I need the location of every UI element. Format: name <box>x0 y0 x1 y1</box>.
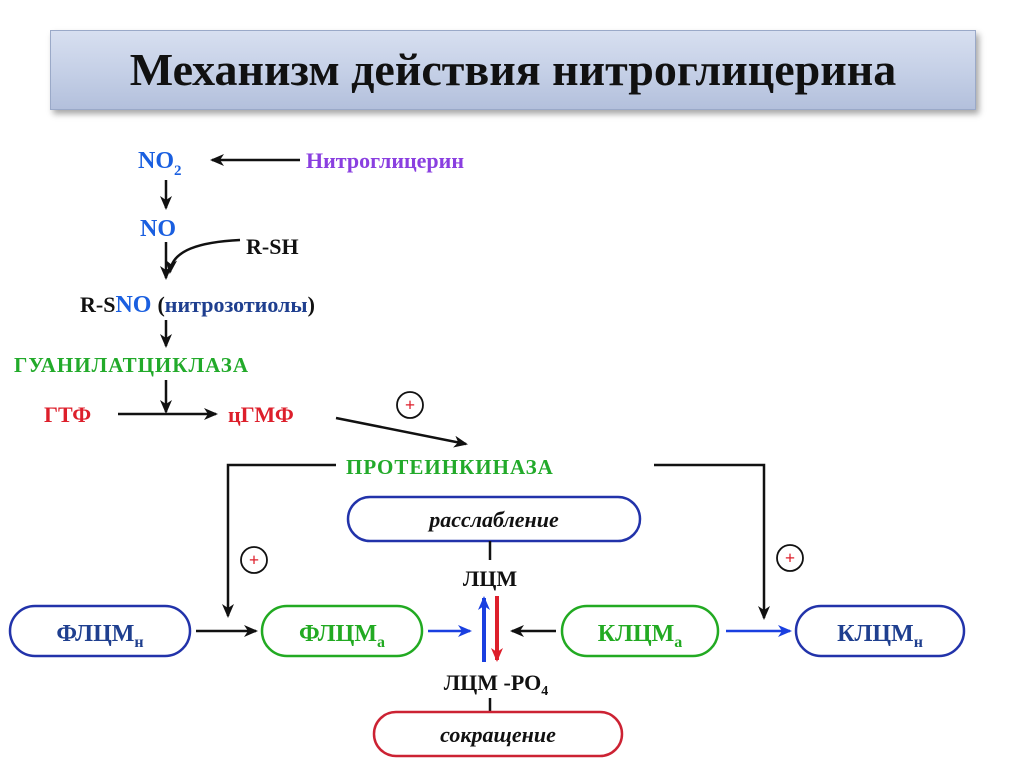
klcm-a-box <box>560 604 720 658</box>
page-title: Механизм действия нитроглицерина <box>129 44 897 95</box>
arrow-cgmp-to-protein-kinase <box>335 416 468 448</box>
branch-left <box>222 463 336 618</box>
contraction-box <box>372 710 624 758</box>
relaxation-box <box>346 495 642 543</box>
relaxation-label: расслабление <box>427 507 559 532</box>
plus-circle-left <box>240 546 268 574</box>
plus-circle-right <box>776 544 804 572</box>
arrow-rsh-to-rsno <box>165 238 241 274</box>
flcm-n-box <box>8 604 192 658</box>
klcm-n-box <box>794 604 966 658</box>
gtp-label: ГТФ <box>44 402 91 427</box>
klcm-a-label: КЛЦМа <box>598 621 683 651</box>
rsno-label: R-SNO(нитрозотиолы) <box>80 292 315 318</box>
no-label: NO <box>140 216 176 242</box>
lcm-po4-label: ЛЦМ -РО4 <box>444 670 549 699</box>
lcm-label: ЛЦМ <box>463 566 518 591</box>
plus-sign-right: + <box>785 548 795 568</box>
plus-sign-left: + <box>249 550 259 570</box>
klcm-n-label: КЛЦМн <box>837 621 923 651</box>
guanylate-cyclase-label: ГУАНИЛАТЦИКЛАЗА <box>14 353 249 377</box>
title-banner: Механизм действия нитроглицерина <box>50 30 976 110</box>
rsh-label: R-SH <box>246 234 299 259</box>
plus-sign-cgmp: + <box>405 395 415 415</box>
protein-kinase-label: ПРОТЕИНКИНАЗА <box>346 455 554 479</box>
cgmp-label: цГМФ <box>228 402 294 427</box>
plus-circle-cgmp <box>396 391 424 419</box>
flcm-n-label: ФЛЦМн <box>56 621 143 651</box>
no2-label: NO2 <box>138 148 182 179</box>
flcm-a-label: ФЛЦМа <box>299 621 385 651</box>
flcm-a-box <box>260 604 424 658</box>
contraction-label: сокращение <box>440 722 556 747</box>
nitroglycerin-label: Нитроглицерин <box>306 148 464 173</box>
branch-right <box>654 463 770 620</box>
